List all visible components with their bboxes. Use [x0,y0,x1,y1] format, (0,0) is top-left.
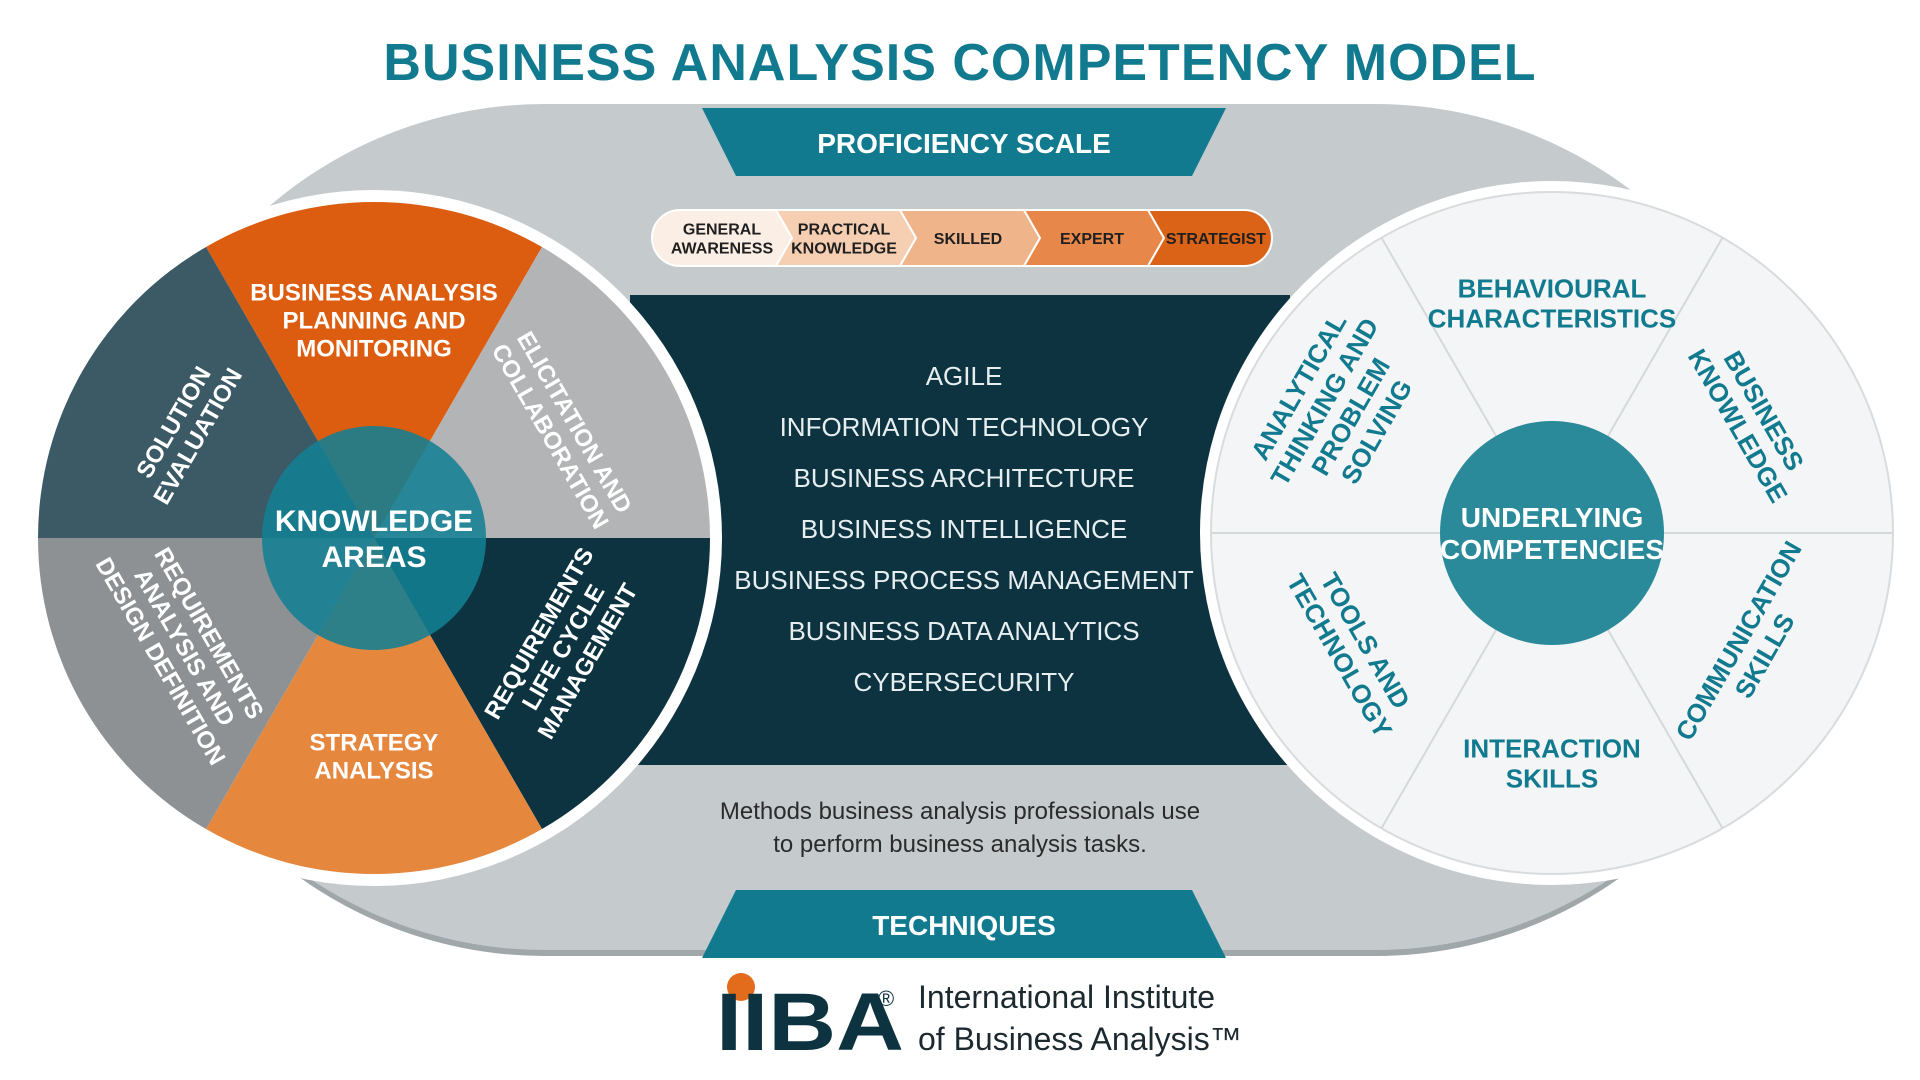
proficiency-level-label: PRACTICAL [798,221,891,238]
org-name-line-2: of Business Analysis™ [918,1021,1242,1057]
knowledge-area-planning-label-line-2: PLANNING AND [282,308,465,335]
competency-behavioural-label-line-2: CHARACTERISTICS [1428,303,1676,333]
knowledge-area-planning-label-line-1: BUSINESS ANALYSIS [250,280,498,307]
perspective-item: BUSINESS ARCHITECTURE [794,463,1135,493]
perspective-item: INFORMATION TECHNOLOGY [780,412,1149,442]
proficiency-level-label: KNOWLEDGE [791,240,897,257]
competency-interaction-label-line-2: SKILLS [1506,763,1598,793]
iiba-logo: IIBA ® International Institute of Busine… [716,973,1242,1068]
techniques-banner: TECHNIQUES [702,890,1226,958]
perspectives-list: AGILE INFORMATION TECHNOLOGY BUSINESS ARCH… [734,361,1194,697]
perspective-item: BUSINESS INTELLIGENCE [801,514,1128,544]
logo-dot-icon [727,973,755,1001]
knowledge-areas-title-line-2: AREAS [321,541,426,574]
perspective-item: BUSINESS PROCESS MANAGEMENT [734,565,1194,595]
underlying-competencies-title-line-1: UNDERLYING [1461,502,1644,533]
techniques-label: TECHNIQUES [872,910,1056,941]
proficiency-level-5: STRATEGIST [1146,209,1273,267]
knowledge-area-strategy [206,538,542,875]
proficiency-level-label: GENERAL [683,221,761,238]
proficiency-level-4: EXPERT [1022,209,1166,267]
proficiency-scale-label: PROFICIENCY SCALE [817,128,1111,159]
knowledge-areas-title-line-1: KNOWLEDGE [275,505,473,538]
techniques-description-line-2: to perform business analysis tasks. [773,831,1147,858]
proficiency-level-label: STRATEGIST [1166,231,1266,248]
perspectives-panel [630,295,1290,765]
proficiency-chevron [1146,209,1273,267]
logo-wordmark: IIBA [716,977,904,1068]
knowledge-areas-hub [262,426,486,650]
knowledge-area-strategy-label-line-1: STRATEGY [310,730,439,757]
proficiency-level-1: GENERAL AWARENESS [651,209,794,267]
knowledge-area-strategy-label-line-2: ANALYSIS [314,758,433,785]
perspective-item: CYBERSECURITY [853,667,1074,697]
underlying-competencies-wheel: BEHAVIOURALCHARACTERISTICSBUSINESSKNOWLE… [1200,181,1904,885]
proficiency-level-label: SKILLED [934,231,1002,248]
org-name-line-1: International Institute [918,979,1215,1015]
perspective-item: AGILE [926,361,1003,391]
proficiency-level-3: SKILLED [898,209,1042,267]
proficiency-level-label: AWARENESS [671,240,774,257]
page-title: BUSINESS ANALYSIS COMPETENCY MODEL [383,34,1536,92]
proficiency-scale: GENERAL AWARENESS PRACTICAL KNOWLEDGE SKILLE… [651,209,1273,267]
proficiency-scale-banner: PROFICIENCY SCALE [702,108,1226,176]
proficiency-level-2: PRACTICAL KNOWLEDGE [774,209,918,267]
knowledge-area-planning-label-line-3: MONITORING [296,336,452,363]
competency-interaction-label-line-1: INTERACTION [1463,733,1641,763]
perspective-item: BUSINESS DATA ANALYTICS [788,616,1139,646]
knowledge-area-planning [206,201,542,538]
techniques-description-line-1: Methods business analysis professionals … [720,798,1200,825]
underlying-competencies-hub [1440,421,1664,645]
underlying-competencies-title-line-2: COMPETENCIES [1440,534,1664,565]
logo-registered-mark: ® [878,986,894,1011]
proficiency-level-label: EXPERT [1060,231,1124,248]
competency-behavioural-label-line-1: BEHAVIOURAL [1458,273,1647,303]
proficiency-chevron [651,209,794,267]
